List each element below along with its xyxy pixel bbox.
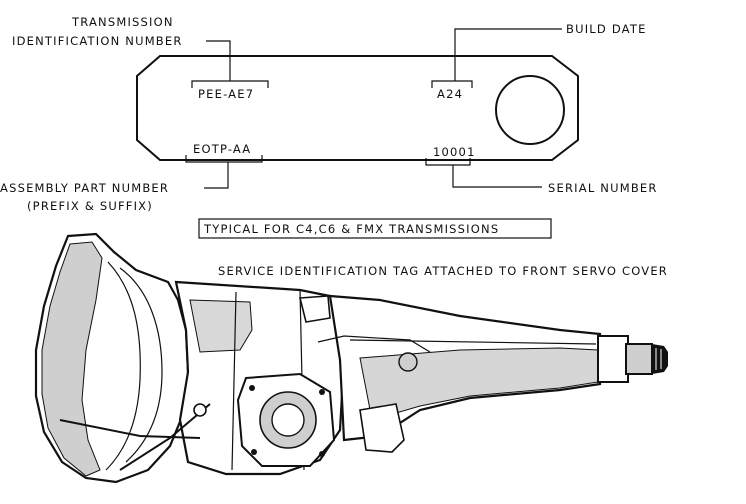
- serial-number-label: SERIAL NUMBER: [548, 181, 658, 195]
- linkage-pivot: [193, 403, 207, 417]
- output-shaft-spline: [652, 344, 668, 374]
- build-date-value: A24: [437, 87, 463, 101]
- output-shaft: [625, 343, 653, 375]
- case-parting-line-2: [231, 291, 237, 471]
- apn-label-line2: (PREFIX & SUFFIX): [27, 199, 153, 213]
- vacuum-line: [317, 335, 431, 353]
- tin-value: PEE-AE7: [198, 87, 254, 101]
- transmission-illustration: [34, 232, 668, 484]
- bell-housing-rib-2: [105, 261, 141, 471]
- caption-box-frame: [198, 218, 552, 239]
- serial-leader-line: [452, 165, 542, 188]
- servo-bolt-3: [251, 449, 257, 455]
- serial-bracket: [425, 158, 471, 166]
- rear-mount-ear: [359, 403, 405, 453]
- part-number-value: EOTP-AA: [193, 142, 251, 156]
- servo-cover-bore: [271, 403, 305, 437]
- extension-rib: [349, 339, 597, 345]
- main-case-shading: [189, 299, 253, 353]
- bell-housing-rib: [119, 267, 163, 463]
- bell-housing-shading: [41, 241, 103, 477]
- modulator-fitting: [398, 352, 418, 372]
- servo-bolt-1: [249, 385, 255, 391]
- part-number-bracket: [185, 155, 263, 163]
- apn-label-line1: ASSEMBLY PART NUMBER: [0, 181, 169, 195]
- build-date-bracket: [431, 80, 473, 88]
- id-tag-outline: [136, 55, 579, 161]
- servo-bolt-2: [319, 389, 325, 395]
- tin-label-line1: TRANSMISSION: [71, 15, 174, 29]
- shift-linkage: [59, 419, 201, 439]
- output-shaft-collar: [597, 335, 629, 383]
- tin-leader-line: [206, 40, 231, 81]
- front-case-ear: [298, 295, 331, 323]
- part-number-leader-line: [204, 162, 229, 189]
- service-tag-caption: SERVICE IDENTIFICATION TAG ATTACHED TO F…: [218, 264, 668, 278]
- caption-box-text: TYPICAL FOR C4,C6 & FMX TRANSMISSIONS: [203, 222, 499, 236]
- build-date-label: BUILD DATE: [566, 22, 647, 36]
- serial-value: 10001: [433, 145, 476, 159]
- servo-bolt-4: [319, 451, 325, 457]
- build-date-leader-line: [454, 28, 562, 81]
- tag-mounting-hole: [495, 75, 565, 145]
- tin-label-line2: IDENTIFICATION NUMBER: [12, 34, 183, 48]
- tin-bracket: [191, 80, 269, 88]
